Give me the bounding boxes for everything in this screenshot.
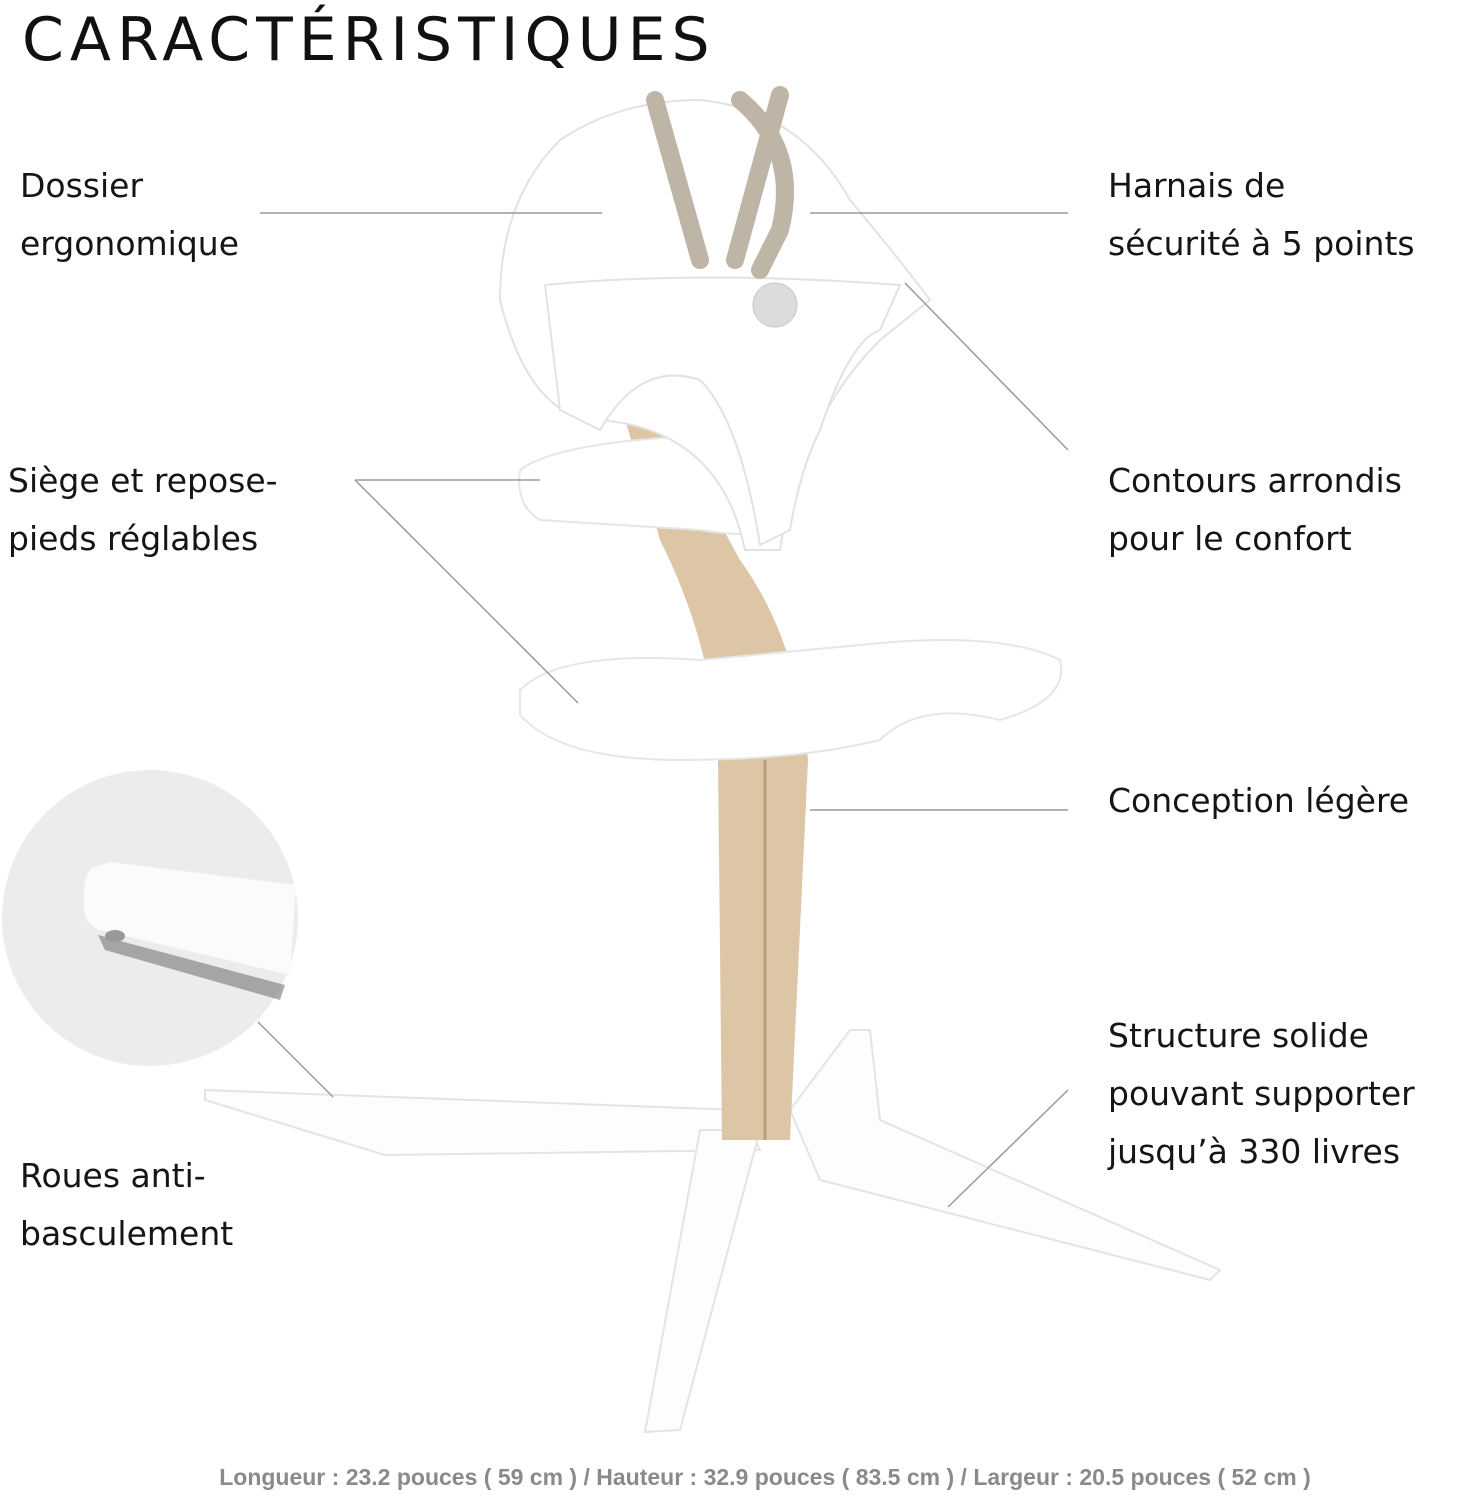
feature-line: Conception légère bbox=[1108, 781, 1410, 820]
feature-seat: Siège et repose- pieds réglables bbox=[8, 452, 278, 568]
feature-structure: Structure solide pouvant supporter jusqu… bbox=[1108, 1007, 1415, 1181]
wood-column bbox=[615, 385, 808, 1140]
feature-line: Siège et repose- bbox=[8, 461, 278, 500]
feature-wheels: Roues anti- basculement bbox=[20, 1147, 233, 1263]
feature-line: Harnais de bbox=[1108, 166, 1286, 205]
page-title: CARACTÉRISTIQUES bbox=[22, 5, 716, 75]
dimensions-text: Longueur : 23.2 pouces ( 59 cm ) / Haute… bbox=[219, 1464, 1311, 1490]
harness-straps bbox=[646, 86, 794, 279]
feature-line: sécurité à 5 points bbox=[1108, 224, 1415, 263]
feature-line: Contours arrondis bbox=[1108, 461, 1402, 500]
feature-line: pieds réglables bbox=[8, 519, 259, 558]
feature-contours: Contours arrondis pour le confort bbox=[1108, 452, 1402, 568]
feature-line: basculement bbox=[20, 1214, 234, 1253]
feature-backrest: Dossier ergonomique bbox=[20, 157, 239, 273]
feature-harness: Harnais de sécurité à 5 points bbox=[1108, 157, 1415, 273]
footrest bbox=[519, 639, 1063, 762]
leader-lines bbox=[257, 212, 1069, 1208]
feature-line: pour le confort bbox=[1108, 519, 1352, 558]
feature-line: Dossier bbox=[20, 166, 144, 205]
feature-lightweight: Conception légère bbox=[1108, 772, 1409, 830]
feature-line: Structure solide bbox=[1108, 1016, 1369, 1055]
wheel-detail-circle bbox=[2, 770, 298, 1066]
feature-line: Roues anti- bbox=[20, 1156, 206, 1195]
feature-line: jusqu’à 330 livres bbox=[1108, 1132, 1401, 1171]
feature-line: pouvant supporter bbox=[1108, 1074, 1415, 1113]
feature-line: ergonomique bbox=[20, 224, 240, 263]
